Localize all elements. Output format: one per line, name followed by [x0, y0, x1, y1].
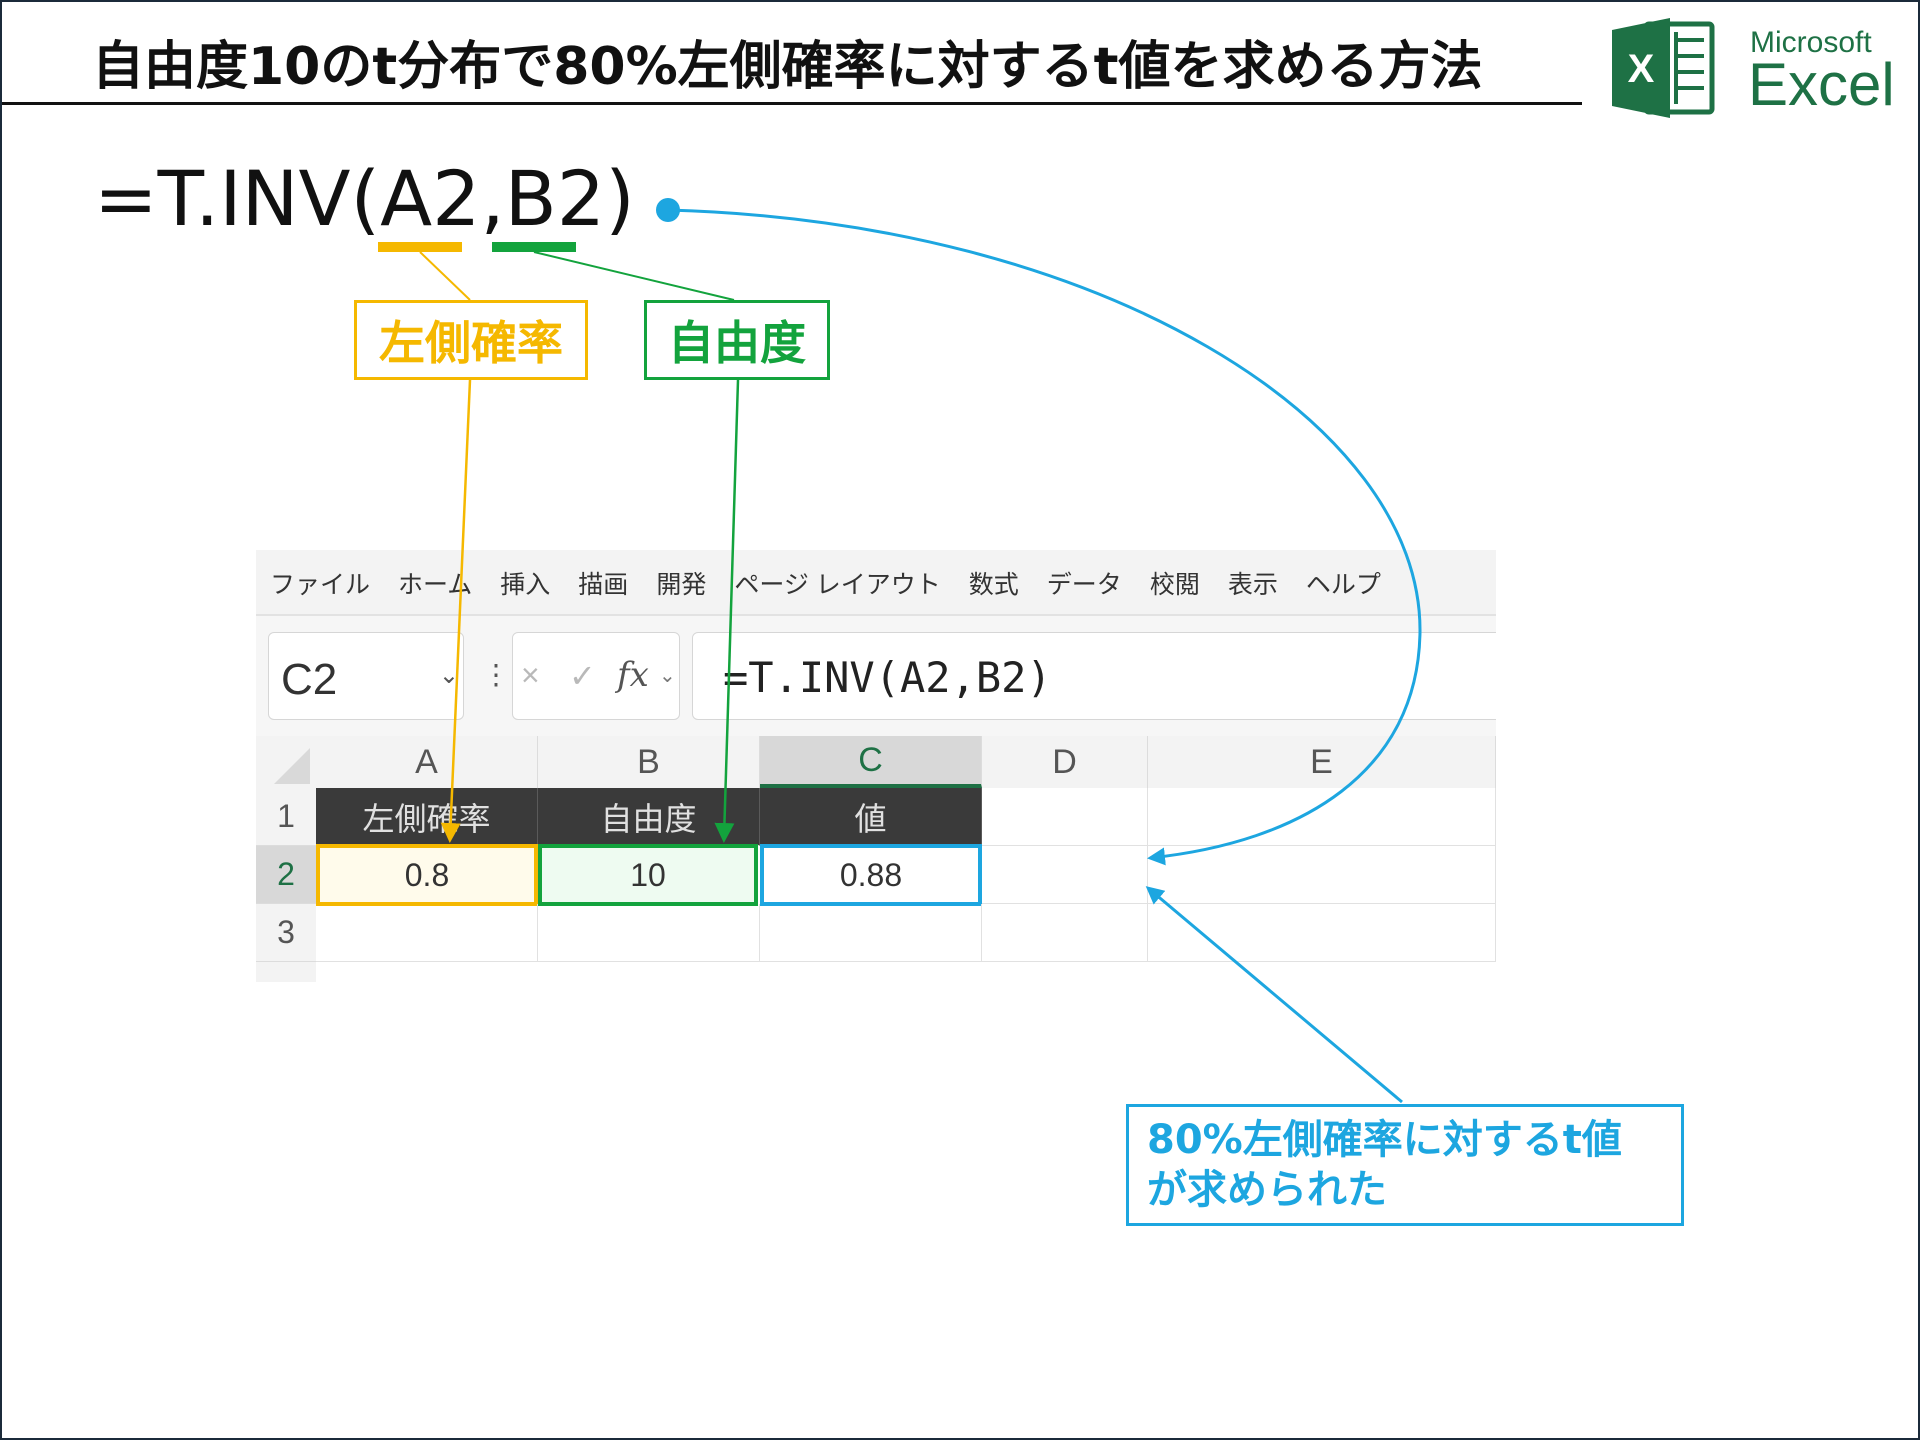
- formula-controls: × ✓ fx ⌄: [512, 632, 680, 720]
- cancel-icon[interactable]: ×: [521, 657, 540, 693]
- title-divider: [2, 102, 1582, 105]
- formula-display: =T.INV(A2,B2): [94, 154, 635, 243]
- select-all-triangle-icon: [274, 748, 310, 784]
- name-box-value: C2: [281, 655, 338, 704]
- fx-chevron-down-icon[interactable]: ⌄: [659, 665, 676, 687]
- formula-bar-text: =T.INV(A2,B2): [723, 653, 1052, 702]
- tab-page-layout[interactable]: ページ レイアウト: [734, 571, 941, 599]
- cell-a3[interactable]: [316, 904, 538, 962]
- row-header-4[interactable]: [256, 962, 316, 982]
- cell-d1[interactable]: [982, 788, 1148, 846]
- cell-d2[interactable]: [982, 846, 1148, 904]
- formula-comma: ,: [480, 154, 505, 243]
- formula-bar[interactable]: =T.INV(A2,B2): [692, 632, 1496, 720]
- column-header-c[interactable]: C: [760, 736, 982, 788]
- excel-logo-letter: X: [1628, 47, 1655, 91]
- tab-view[interactable]: 表示: [1227, 571, 1278, 599]
- cell-a2[interactable]: 0.8: [316, 844, 538, 906]
- tab-review[interactable]: 校閲: [1149, 571, 1200, 599]
- tab-developer[interactable]: 開発: [656, 571, 707, 599]
- cell-b3[interactable]: [538, 904, 760, 962]
- logo-excel-text: Excel: [1748, 51, 1895, 118]
- row-header-1[interactable]: 1: [256, 788, 316, 846]
- probability-connector: [419, 251, 471, 301]
- insert-function-icon[interactable]: fx: [617, 655, 649, 695]
- cell-c2[interactable]: 0.88: [760, 844, 982, 906]
- tab-insert[interactable]: 挿入: [500, 571, 551, 599]
- ribbon-divider: [256, 614, 1496, 616]
- cell-c3[interactable]: [760, 904, 982, 962]
- tab-formulas[interactable]: 数式: [968, 571, 1019, 599]
- cell-d3[interactable]: [982, 904, 1148, 962]
- name-box[interactable]: C2 ⌄: [268, 632, 464, 720]
- tab-draw[interactable]: 描画: [578, 571, 629, 599]
- page-title: 自由度10のt分布で80%左側確率に対するt値を求める方法: [92, 37, 1483, 97]
- ribbon-tabs: ファイル ホーム 挿入 描画 開発 ページ レイアウト 数式 データ 校閲 表示…: [256, 550, 1496, 616]
- result-callout-line2: が求められた: [1147, 1167, 1387, 1213]
- cell-b2[interactable]: 10: [538, 844, 758, 906]
- cell-e1[interactable]: [1148, 788, 1496, 846]
- chevron-down-icon[interactable]: ⌄: [438, 662, 459, 689]
- dof-underline: [492, 242, 576, 252]
- probability-label: 左側確率: [354, 300, 588, 380]
- tab-file[interactable]: ファイル: [270, 571, 371, 599]
- formula-arg-dof: B2: [504, 154, 606, 243]
- excel-logo-icon: X: [1612, 18, 1715, 118]
- result-callout: 80%左側確率に対するt値 が求められた: [1126, 1104, 1684, 1226]
- dof-label: 自由度: [644, 300, 830, 380]
- tab-data[interactable]: データ: [1046, 571, 1122, 599]
- formula-suffix: ): [605, 154, 635, 243]
- column-header-e[interactable]: E: [1148, 736, 1496, 788]
- formula-dot: [656, 198, 680, 222]
- formula-arg-probability: A2: [380, 154, 481, 243]
- row-header-3[interactable]: 3: [256, 904, 316, 962]
- cell-c1[interactable]: 値: [760, 788, 982, 846]
- tab-home[interactable]: ホーム: [398, 571, 473, 599]
- cell-a1[interactable]: 左側確率: [316, 788, 538, 846]
- tab-help[interactable]: ヘルプ: [1305, 571, 1381, 599]
- formula-prefix: =T.INV(: [94, 154, 381, 243]
- column-header-a[interactable]: A: [316, 736, 538, 788]
- excel-window: ファイル ホーム 挿入 描画 開発 ページ レイアウト 数式 データ 校閲 表示…: [256, 550, 1496, 982]
- column-header-b[interactable]: B: [538, 736, 760, 788]
- row-header-2[interactable]: 2: [256, 846, 316, 904]
- dof-connector: [533, 251, 735, 301]
- cell-e2[interactable]: [1148, 846, 1496, 904]
- enter-check-icon[interactable]: ✓: [569, 658, 596, 694]
- select-all-corner[interactable]: [256, 736, 316, 788]
- result-callout-line1: 80%左側確率に対するt値: [1147, 1117, 1622, 1163]
- column-header-d[interactable]: D: [982, 736, 1148, 788]
- logo-microsoft-text: Microsoft: [1750, 26, 1872, 59]
- more-options-icon[interactable]: ⋮: [482, 659, 510, 690]
- cell-b1[interactable]: 自由度: [538, 788, 760, 846]
- probability-underline: [378, 242, 462, 252]
- cell-e3[interactable]: [1148, 904, 1496, 962]
- worksheet-grid: A B C D E 1 2 3 左側確率 自由度 値 0.8 10 0.88: [256, 736, 1496, 982]
